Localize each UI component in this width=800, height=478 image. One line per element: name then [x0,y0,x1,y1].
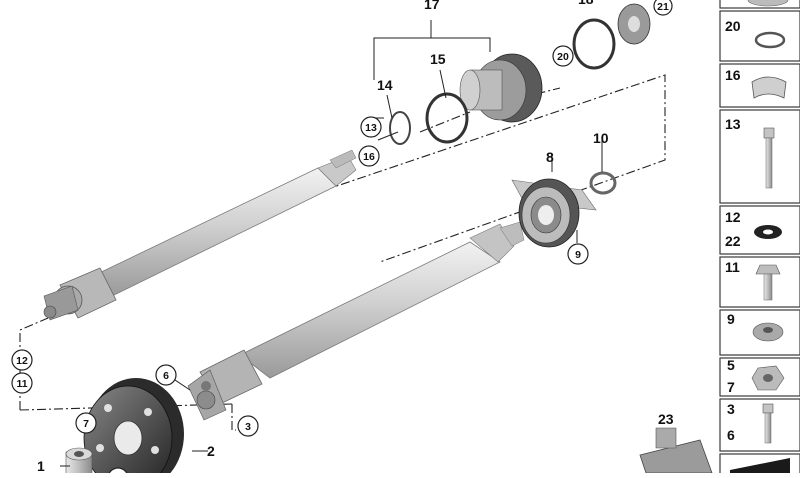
cv-joint [459,53,543,123]
callout-16-circle[interactable]: 16 [358,145,380,167]
centering-sleeve [65,447,93,475]
callout-14[interactable]: 14 [377,77,393,93]
svg-text:7: 7 [727,379,735,395]
legend-row-5-7[interactable]: 5 7 [719,357,800,397]
legend-row-9[interactable]: 9 [719,309,800,356]
callout-6-circle[interactable]: 6 [155,364,177,386]
svg-text:16: 16 [725,67,741,83]
legend-row-13[interactable]: 13 [719,109,800,204]
callout-12-circle[interactable]: 12 [11,349,33,371]
centre-bearing [511,178,597,248]
callouts: 17 18 15 14 8 10 1 2 23 [37,0,674,474]
snap-ring [589,171,617,195]
svg-text:12: 12 [725,209,741,225]
callout-18[interactable]: 18 [578,0,594,7]
svg-text:22: 22 [725,233,741,249]
parts-legend-panel: 20 16 13 12 22 11 [719,0,800,478]
svg-text:11: 11 [16,378,27,390]
svg-text:3: 3 [245,421,251,433]
svg-text:6: 6 [163,370,169,382]
legend-row-11[interactable]: 11 [719,256,800,308]
svg-text:13: 13 [365,122,377,134]
flexible-disc [83,378,184,478]
callout-15[interactable]: 15 [430,51,446,67]
callout-7-circle[interactable]: 7 [75,412,97,434]
callout-3-circle[interactable]: 3 [237,415,259,437]
circled-callouts: 21 20 13 16 9 12 11 6 [11,0,673,478]
callout-9-circle[interactable]: 9 [567,243,589,265]
heat-shield-23 [639,427,713,474]
svg-text:12: 12 [16,355,28,367]
callout-8[interactable]: 8 [546,149,554,165]
svg-text:3: 3 [727,401,735,417]
callout-23[interactable]: 23 [658,411,674,427]
svg-text:20: 20 [557,51,569,63]
legend-row-16[interactable]: 16 [719,63,800,108]
svg-text:13: 13 [725,116,741,132]
callout-2[interactable]: 2 [207,443,215,459]
svg-text:7: 7 [83,418,89,430]
washer-14 [389,111,411,145]
legend-row-3-6[interactable]: 3 6 [719,398,800,452]
callout-10[interactable]: 10 [593,130,609,146]
callout-13-circle[interactable]: 13 [360,116,382,138]
svg-text:21: 21 [657,1,669,13]
callout-1[interactable]: 1 [37,458,45,474]
svg-text:11: 11 [725,259,740,275]
legend-row-20[interactable]: 20 [719,10,800,62]
lower-propeller-shaft [187,221,525,421]
lock-plate-18 [572,18,616,70]
upper-propeller-shaft [43,149,357,321]
svg-text:6: 6 [727,427,735,443]
callout-20-circle[interactable]: 20 [552,45,574,67]
callout-17[interactable]: 17 [424,0,440,12]
svg-text:5: 5 [727,357,735,373]
legend-row-12-22[interactable]: 12 22 [719,205,800,255]
callout-11-circle[interactable]: 11 [11,372,33,394]
svg-text:9: 9 [727,311,735,327]
svg-text:9: 9 [575,249,581,261]
svg-text:20: 20 [725,18,741,34]
lock-plate-15 [425,92,469,144]
svg-text:16: 16 [363,151,375,163]
callout-21-circle[interactable]: 21 [653,0,673,16]
cover-21 [617,3,651,45]
